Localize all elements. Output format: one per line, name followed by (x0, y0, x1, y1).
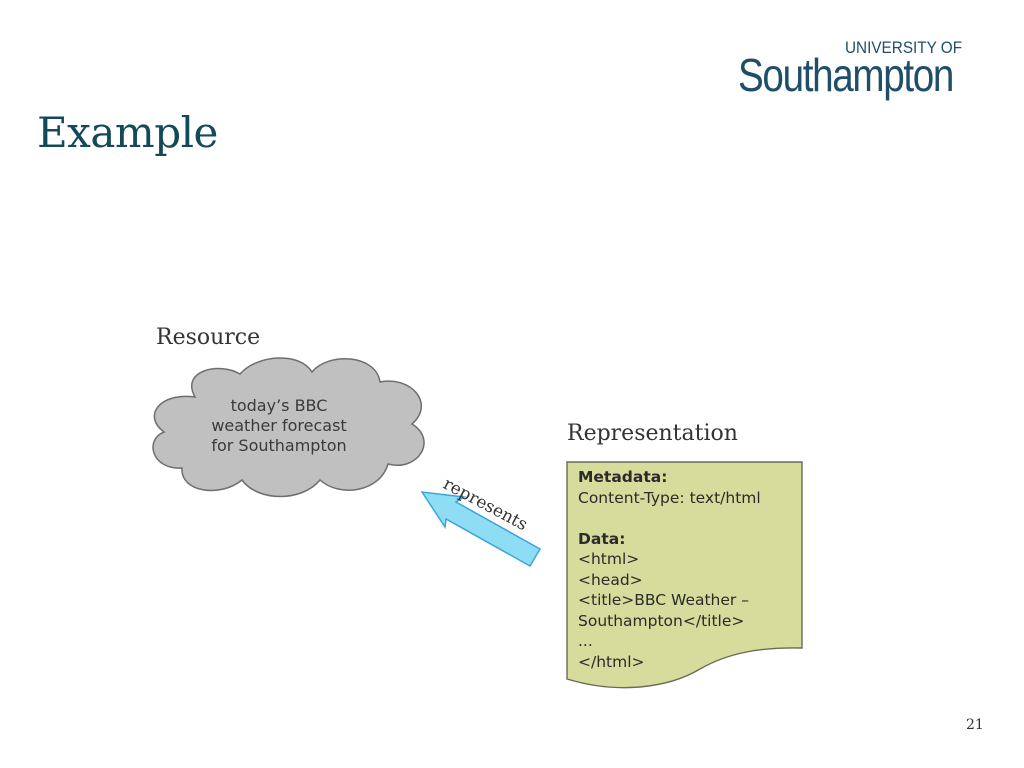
cloud-line-2: weather forecast (211, 416, 347, 435)
cloud-line-1: today’s BBC (230, 396, 328, 415)
data-line: ... (578, 632, 593, 650)
cloud-line-3: for Southampton (211, 436, 347, 455)
slide-title: Example (37, 108, 218, 157)
data-heading: Data: (578, 529, 626, 548)
university-logo: UNIVERSITY OF Southampton (738, 38, 988, 102)
document-shape (566, 461, 803, 689)
document-text: Metadata: Content-Type: text/html Data: … (578, 467, 761, 672)
data-line: Southampton</title> (578, 611, 745, 630)
document-spacer (578, 508, 761, 529)
representation-label: Representation (567, 421, 738, 446)
data-line: <html> (578, 550, 640, 568)
data-line: <title>BBC Weather – (578, 591, 749, 609)
cloud-shape (152, 357, 425, 498)
logo-main-line: Southampton (738, 49, 954, 101)
cloud-text: today’s BBC weather forecast for Southam… (180, 396, 378, 456)
metadata-heading: Metadata: (578, 468, 668, 486)
logo-top-line: UNIVERSITY OF (844, 38, 962, 57)
representation-document (566, 461, 803, 689)
resource-cloud (152, 357, 425, 498)
resource-label: Resource (156, 325, 261, 350)
data-line: </html> (578, 652, 645, 671)
arrow-shape (420, 491, 542, 568)
data-line: <head> (578, 570, 643, 589)
page-number: 21 (966, 717, 984, 733)
metadata-content-type: Content-Type: text/html (578, 488, 761, 507)
represents-arrow (420, 491, 542, 568)
